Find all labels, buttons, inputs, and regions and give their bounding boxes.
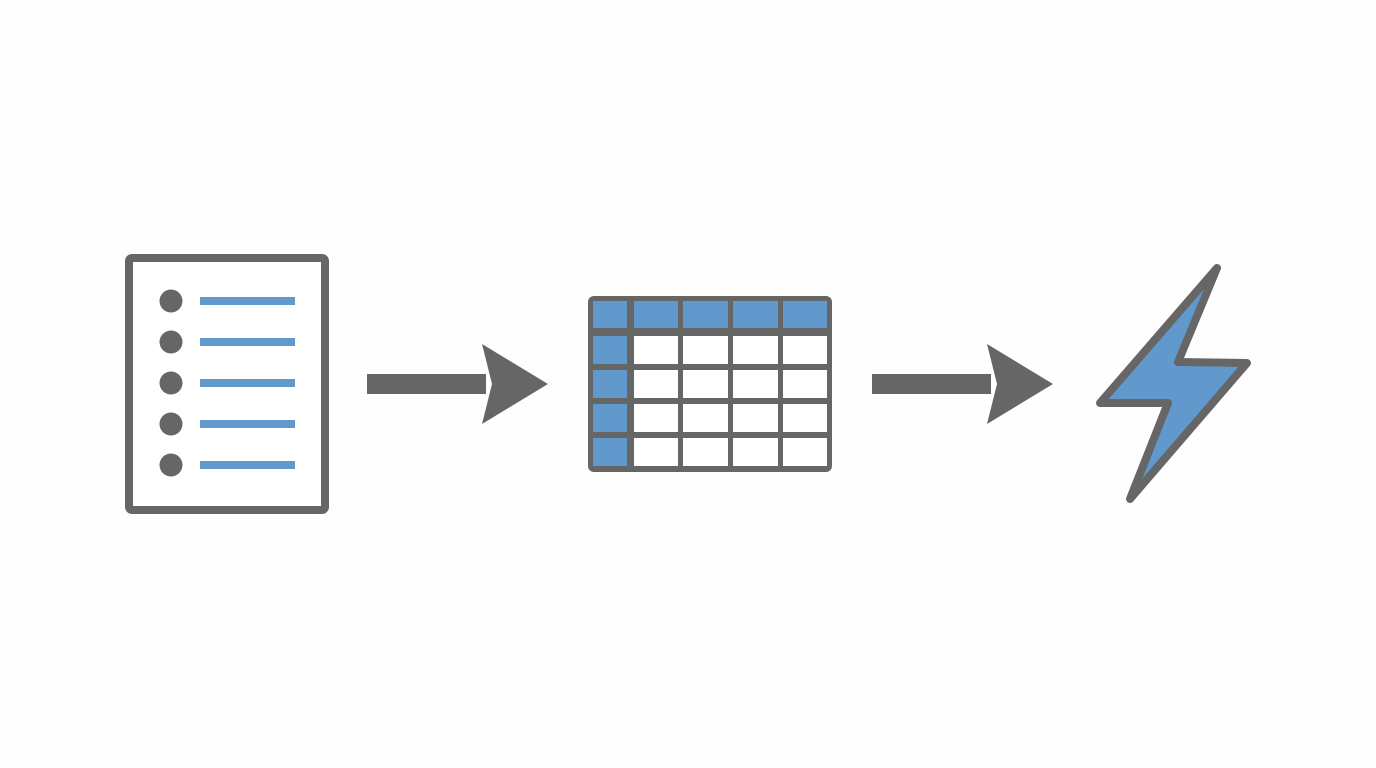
list-line xyxy=(200,297,295,305)
table-cell xyxy=(733,438,778,466)
bullet-dot xyxy=(159,412,183,436)
list-line xyxy=(200,338,295,346)
bullet-dot xyxy=(159,371,183,395)
header-cell xyxy=(634,301,678,328)
table-cell xyxy=(683,438,728,466)
bolt-shape xyxy=(1096,264,1251,503)
table-cell xyxy=(634,438,678,466)
arrow-shaft xyxy=(872,374,991,394)
list-line xyxy=(200,420,295,428)
arrow-head xyxy=(987,344,1053,424)
header-cell xyxy=(593,404,627,432)
arrow-right-icon xyxy=(872,344,1053,424)
header-cell xyxy=(733,301,778,328)
bullet-dot xyxy=(159,330,183,354)
table-cell xyxy=(783,370,827,398)
table-cell xyxy=(733,370,778,398)
header-cell xyxy=(593,301,627,328)
header-cell xyxy=(783,301,827,328)
table-cell xyxy=(783,336,827,364)
table-grid-icon xyxy=(588,296,832,472)
table-cell xyxy=(683,336,728,364)
lightning-bolt-icon xyxy=(1096,264,1251,503)
header-cell xyxy=(593,336,627,364)
table-cell xyxy=(683,370,728,398)
table-cell xyxy=(783,438,827,466)
bullet-dot xyxy=(159,453,183,477)
list-line xyxy=(200,461,295,469)
header-cell xyxy=(683,301,728,328)
table-cell xyxy=(634,336,678,364)
arrow-head xyxy=(482,344,548,424)
table-cell xyxy=(634,370,678,398)
arrow-right-icon xyxy=(367,344,548,424)
header-cell xyxy=(593,438,627,466)
bulleted-document-icon xyxy=(125,254,329,514)
list-line xyxy=(200,379,295,387)
table-cell xyxy=(733,336,778,364)
table-cell xyxy=(683,404,728,432)
table-cell xyxy=(783,404,827,432)
table-cell xyxy=(733,404,778,432)
table-cell xyxy=(634,404,678,432)
arrow-shaft xyxy=(367,374,486,394)
bullet-dot xyxy=(159,289,183,313)
header-cell xyxy=(593,370,627,398)
